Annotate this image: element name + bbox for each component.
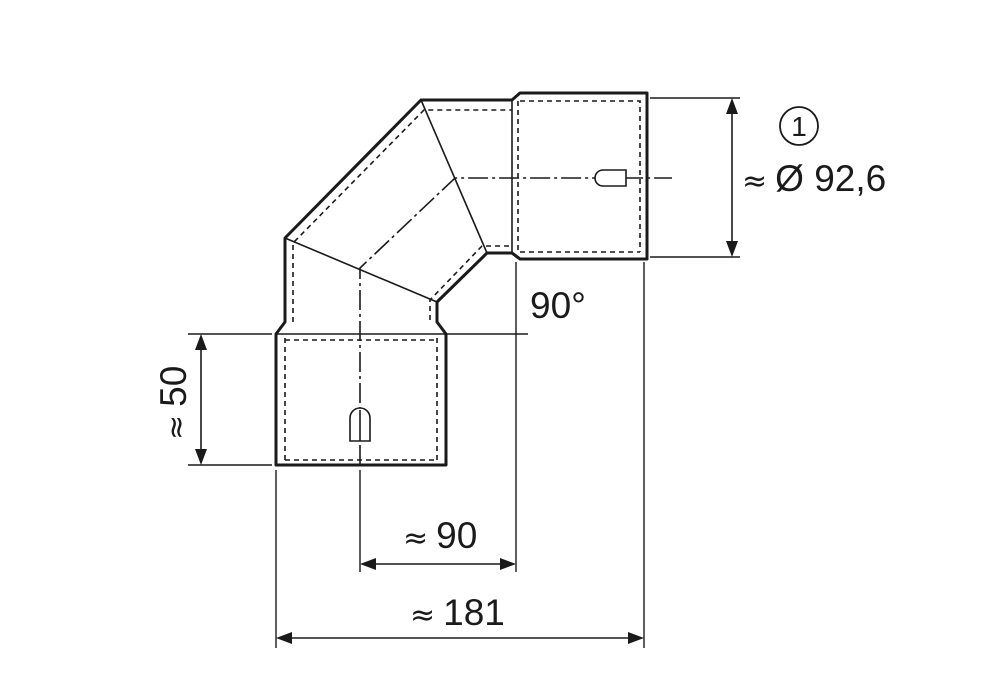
slot-right: [594, 169, 627, 187]
segment-seam-upper: [420, 99, 488, 254]
dim-offset-arrow-right: [500, 558, 516, 570]
dim-overall-value: 181: [443, 592, 505, 633]
dim-offset-approx: ≈: [403, 521, 428, 556]
item-marker-circle: [779, 106, 819, 146]
elbow-center-line: [359, 177, 672, 465]
dim-overall-approx: ≈: [410, 598, 435, 633]
dim-diameter-value: Ø 92,6: [775, 158, 886, 199]
dim-offset-label: ≈ 90: [403, 515, 477, 556]
dim-sleeve-approx: ≈: [159, 415, 194, 440]
dim-sleeve-arrow-top: [195, 334, 207, 350]
dim-diameter-arrow-bottom: [726, 241, 738, 257]
dim-angle-label: 90°: [530, 285, 586, 326]
dim-overall-arrow-left: [276, 632, 292, 644]
item-marker-number: 1: [791, 111, 807, 142]
dim-offset-value: 90: [436, 515, 477, 556]
dim-diameter-approx: ≈: [742, 164, 767, 199]
inner-wall-left: [284, 109, 512, 460]
dim-diameter-label: ≈ Ø 92,6: [742, 158, 886, 199]
dim-overall-arrow-right: [628, 632, 644, 644]
dim-diameter-arrow-top: [726, 98, 738, 114]
dim-offset-arrow-left: [360, 558, 376, 570]
segment-seam-lower: [284, 237, 438, 303]
dim-sleeve-label: ≈ 50: [153, 366, 194, 440]
dim-sleeve-arrow-bottom: [195, 449, 207, 465]
inner-sleeve-top: [520, 100, 641, 253]
dim-sleeve-value: 50: [153, 366, 194, 407]
elbow-outline: [274, 91, 649, 467]
dim-overall-label: ≈ 181: [410, 592, 505, 633]
inner-wall-right: [429, 245, 512, 460]
